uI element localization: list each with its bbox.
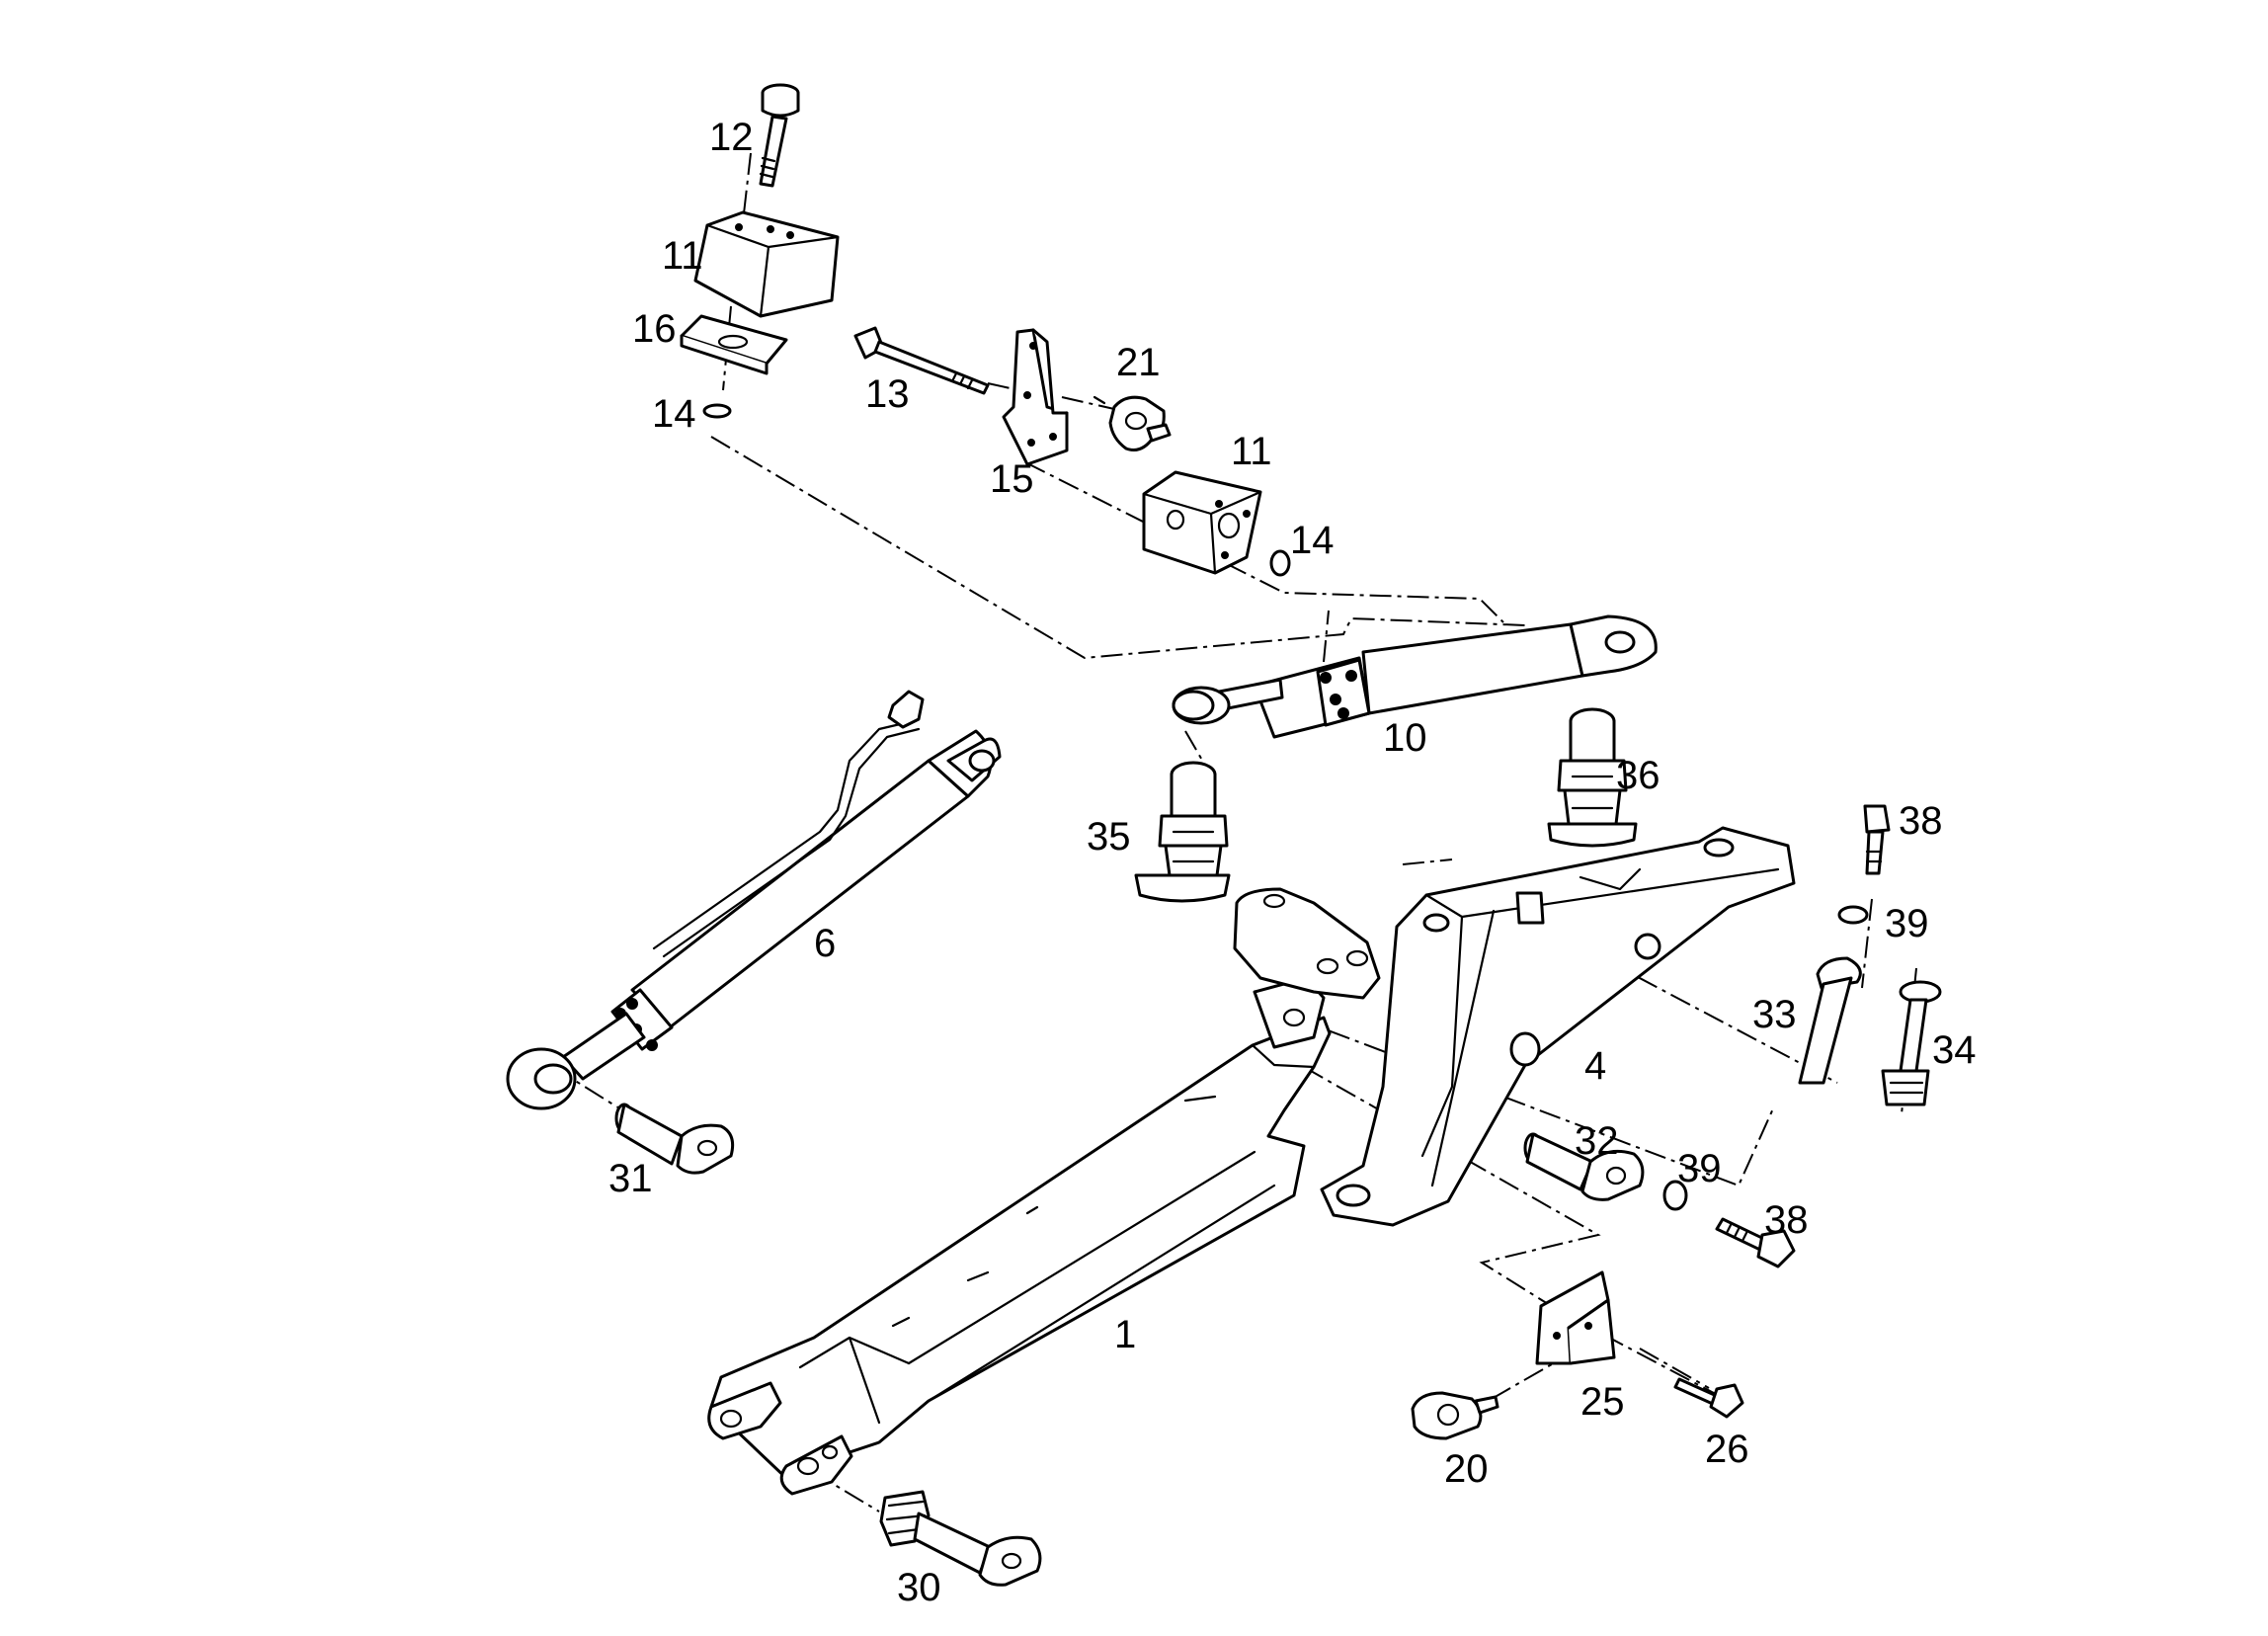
bolt-38-top — [1863, 804, 1891, 875]
label-part-38-top: 38 — [1899, 799, 1943, 843]
label-part-16: 16 — [632, 307, 677, 351]
bolt-34 — [1881, 980, 1942, 1106]
angle-bracket-25 — [1535, 1270, 1616, 1365]
label-part-1: 1 — [1114, 1313, 1136, 1356]
label-part-39-lower: 39 — [1677, 1147, 1722, 1190]
label-part-15: 15 — [990, 457, 1034, 501]
washer-39-lower — [1662, 1180, 1688, 1211]
label-part-6: 6 — [814, 922, 836, 965]
label-part-14-mid: 14 — [1290, 519, 1335, 562]
cap-screw-12 — [759, 83, 800, 188]
label-part-4: 4 — [1584, 1044, 1606, 1088]
label-part-13: 13 — [865, 372, 910, 416]
label-part-33: 33 — [1752, 993, 1797, 1036]
label-part-39-top: 39 — [1885, 902, 1929, 945]
label-part-11-mid: 11 — [1231, 430, 1272, 473]
pin-32 — [1523, 1132, 1645, 1201]
label-part-14-left: 14 — [652, 392, 696, 436]
label-part-10: 10 — [1383, 716, 1427, 760]
label-part-26: 26 — [1705, 1428, 1749, 1471]
label-part-12: 12 — [709, 116, 754, 159]
o-ring-14-mid — [1269, 549, 1291, 577]
cylinder-10 — [1172, 614, 1658, 739]
bolt-26 — [1673, 1377, 1744, 1419]
label-part-38-lower: 38 — [1764, 1198, 1809, 1242]
label-part-31: 31 — [608, 1157, 653, 1200]
pin-33 — [1798, 956, 1862, 1085]
part-labels: 12 11 16 14 13 15 21 11 14 10 36 35 6 31… — [608, 116, 1977, 1609]
pin-30 — [879, 1490, 1042, 1587]
bearing-assembly-35 — [1134, 761, 1231, 903]
label-part-32: 32 — [1575, 1119, 1619, 1163]
clamp-20 — [1411, 1391, 1499, 1440]
label-part-21: 21 — [1116, 341, 1161, 384]
mounting-block-11-mid — [1142, 470, 1262, 575]
plate-16 — [680, 314, 788, 375]
washer-39-top — [1837, 905, 1869, 925]
label-part-25: 25 — [1580, 1380, 1625, 1424]
o-ring-14-left — [702, 403, 732, 419]
support-frame-4 — [1320, 826, 1796, 1227]
label-part-30: 30 — [897, 1566, 941, 1609]
boom-arm-1 — [707, 887, 1381, 1496]
bearing-assembly-36 — [1547, 707, 1638, 848]
bolt-38-lower — [1715, 1217, 1796, 1268]
label-part-34: 34 — [1932, 1028, 1977, 1072]
label-part-20: 20 — [1444, 1447, 1489, 1491]
bracket-15 — [1002, 328, 1069, 466]
pin-31 — [614, 1103, 735, 1175]
mounting-block-11-top — [693, 210, 840, 318]
label-part-35: 35 — [1087, 815, 1131, 859]
clamp-21 — [1093, 395, 1172, 451]
long-bolt-13 — [853, 326, 990, 395]
label-part-11-top: 11 — [662, 234, 703, 278]
cylinder-6 — [506, 690, 1002, 1110]
label-part-36: 36 — [1616, 754, 1660, 797]
